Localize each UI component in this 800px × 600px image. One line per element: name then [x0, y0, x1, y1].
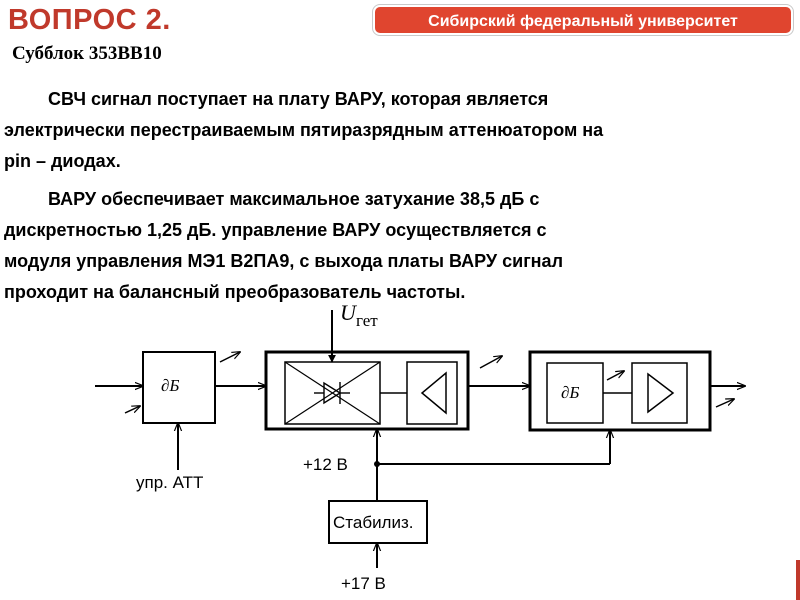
junction-dot — [374, 461, 380, 467]
stabilizer-label: Стабилиз. — [333, 513, 414, 532]
paragraph-2-line: проходит на балансный преобразователь ча… — [4, 282, 466, 302]
paragraph-2: ВАРУ обеспечивает максимальное затухание… — [4, 184, 794, 308]
right-board — [528, 350, 712, 432]
attenuator-diagonal — [284, 361, 381, 425]
paragraph-1-line: pin – диодах. — [4, 151, 121, 171]
paragraph-1-line: электрически перестраиваемым пятиразрядн… — [4, 120, 604, 140]
university-badge: Сибирский федеральный университет — [372, 4, 794, 36]
u-get-subscript: гет — [356, 311, 378, 330]
pin-diode-icon — [314, 381, 350, 405]
paragraph-2-line: дискретностью 1,25 дБ. управление ВАРУ о… — [4, 220, 547, 240]
paragraph-1-line: СВЧ сигнал поступает на плату ВАРУ, кото… — [48, 89, 549, 109]
slant-arrow — [124, 406, 140, 414]
right-amplifier-block — [631, 362, 688, 424]
varu-amplifier-block — [406, 361, 458, 425]
slant-arrow — [606, 371, 624, 381]
amplifier-triangle-icon — [420, 371, 447, 415]
plus12-label: +12 В — [303, 455, 348, 474]
slide-title: ВОПРОС 2. — [8, 4, 171, 36]
plus17-label: +17 В — [341, 574, 386, 593]
paragraph-2-line: ВАРУ обеспечивает максимальное затухание… — [48, 189, 540, 209]
amplifier-triangle-icon — [647, 372, 675, 414]
paragraph-2-line: модуля управления МЭ1 В2ПА9, с выхода пл… — [4, 251, 564, 271]
left-db-label: ∂Б — [161, 376, 179, 395]
u-get-symbol: U — [340, 300, 358, 325]
slant-arrow — [219, 352, 240, 363]
accent-strip — [796, 560, 800, 600]
ctrl-att-label: упр. АТТ — [136, 473, 203, 492]
right-db-label: ∂Б — [561, 383, 579, 402]
slant-arrow — [479, 356, 502, 369]
slide-subtitle: Субблок 353ВВ10 — [12, 43, 162, 64]
slant-arrow — [715, 399, 734, 408]
paragraph-1: СВЧ сигнал поступает на плату ВАРУ, кото… — [4, 84, 794, 177]
varu-board — [264, 350, 470, 431]
